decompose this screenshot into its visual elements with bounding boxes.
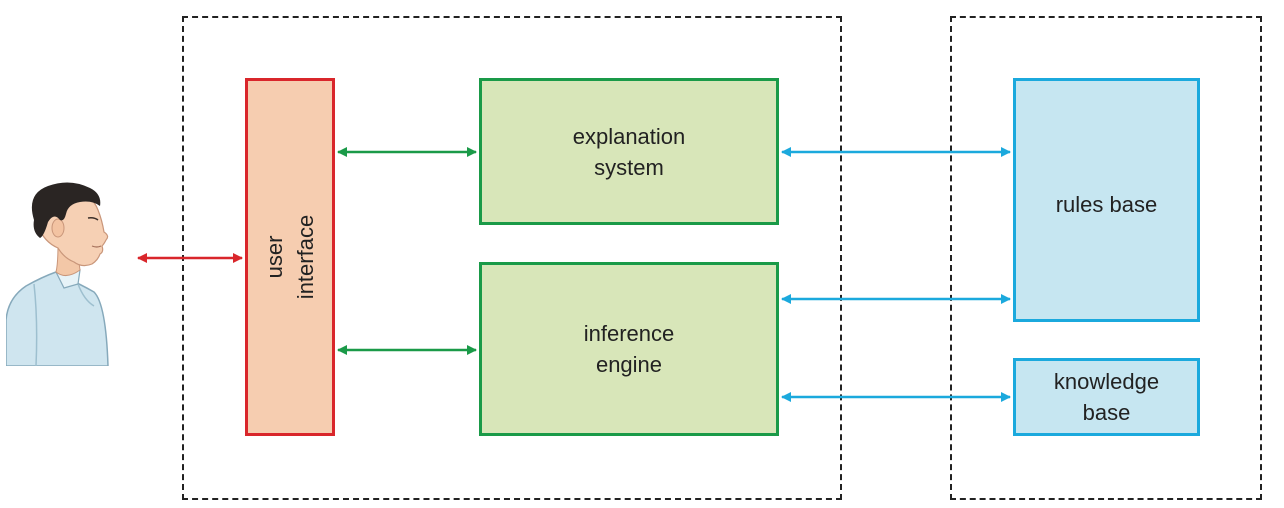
knowledge-base-label: knowledge base: [1053, 369, 1160, 425]
rules-base-label: rules base: [1055, 192, 1158, 217]
knowledge-store-frame: [950, 16, 1262, 500]
explanation-system-box: explanation system: [479, 78, 779, 225]
inference-engine-box: inference engine: [479, 262, 779, 436]
knowledge-base-box: knowledge base: [1013, 358, 1200, 436]
explanation-system-label: explanation system: [572, 123, 686, 180]
person-icon: [6, 182, 109, 366]
user-interface-box: user interface: [245, 78, 335, 436]
inference-engine-label: inference engine: [583, 321, 675, 377]
rules-base-box: rules base: [1013, 78, 1200, 322]
